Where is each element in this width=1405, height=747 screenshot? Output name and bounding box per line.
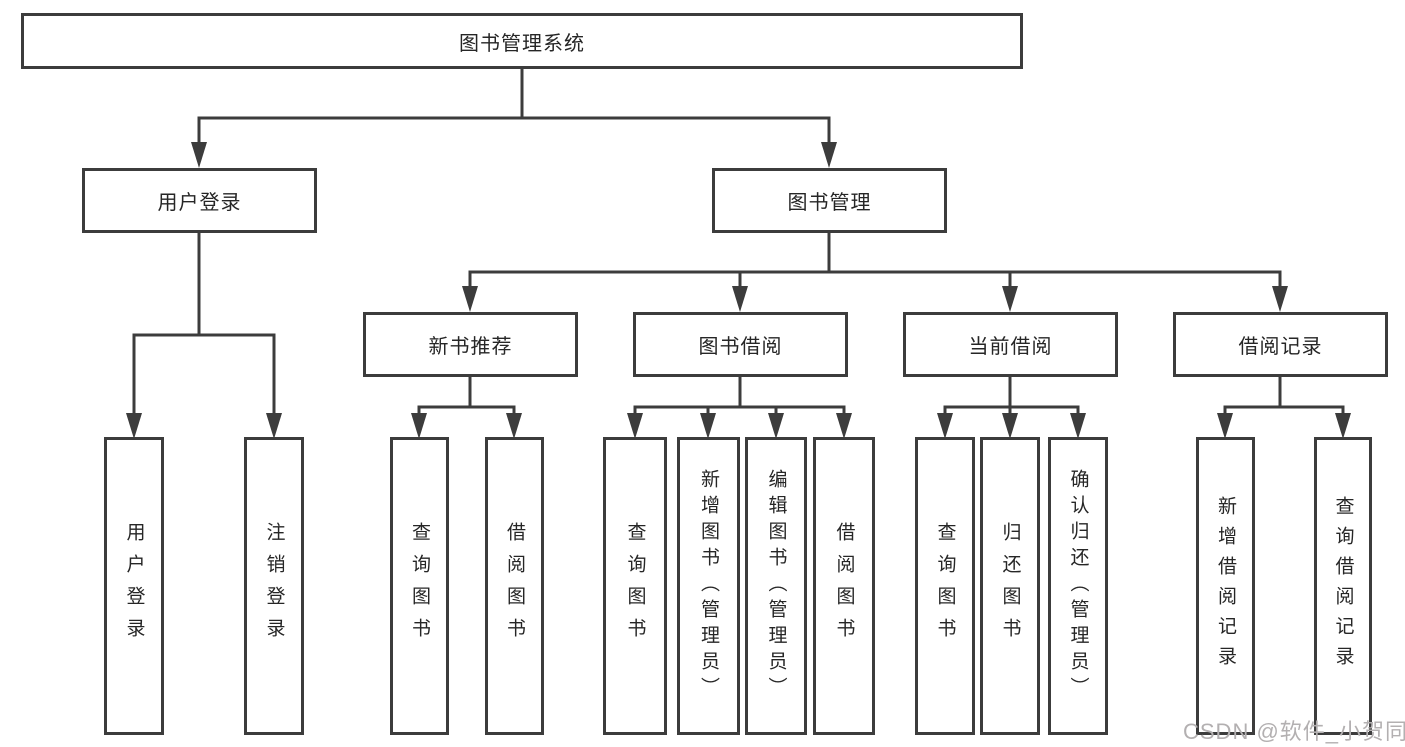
leaf-user-login: 用户登录 xyxy=(104,437,164,735)
node-book-management: 图书管理 xyxy=(712,168,947,233)
leaf-query-books-borrow: 查询图书 xyxy=(603,437,667,735)
leaf-add-books-admin: 新增图书（管理员） xyxy=(677,437,740,735)
leaf-confirm-return-admin-label: 确认归还（管理员） xyxy=(1067,469,1089,703)
connector-line xyxy=(1223,375,1345,417)
node-borrow-records: 借阅记录 xyxy=(1173,312,1388,377)
connector-current-borrow-to-leaves xyxy=(937,375,1086,439)
arrowhead-down-icon xyxy=(1272,286,1288,312)
node-book-borrow-label: 图书借阅 xyxy=(698,336,783,358)
connector-line xyxy=(468,231,1282,290)
node-current-borrow: 当前借阅 xyxy=(903,312,1118,377)
leaf-user-login-label: 用户登录 xyxy=(123,522,145,650)
connector-borrow-records-to-leaves xyxy=(1217,375,1351,439)
leaf-add-borrow-record-label: 新增借阅记录 xyxy=(1215,496,1236,676)
connector-line xyxy=(132,231,276,417)
leaf-logout-label: 注销登录 xyxy=(263,522,285,650)
arrowhead-down-icon xyxy=(1070,413,1086,439)
arrowhead-down-icon xyxy=(506,413,522,439)
arrowhead-down-icon xyxy=(627,413,643,439)
leaf-add-borrow-record: 新增借阅记录 xyxy=(1196,437,1255,735)
leaf-borrow-books-recommend: 借阅图书 xyxy=(485,437,544,735)
connector-line xyxy=(943,375,1080,417)
connector-user-login-to-leaves xyxy=(126,231,282,439)
leaf-return-books: 归还图书 xyxy=(980,437,1040,735)
leaf-confirm-return-admin: 确认归还（管理员） xyxy=(1048,437,1108,735)
arrowhead-down-icon xyxy=(732,286,748,312)
leaf-borrow-books: 借阅图书 xyxy=(813,437,875,735)
node-current-borrow-label: 当前借阅 xyxy=(968,336,1053,358)
arrowhead-down-icon xyxy=(1217,413,1233,439)
leaf-query-books-recommend-label: 查询图书 xyxy=(409,522,430,650)
leaf-query-borrow-record: 查询借阅记录 xyxy=(1314,437,1372,735)
arrowhead-down-icon xyxy=(191,142,207,168)
connector-root-to-level2 xyxy=(191,67,837,168)
csdn-watermark: CSDN @软件_小贺同学 xyxy=(1183,719,1405,744)
connector-book-management-to-level3 xyxy=(462,231,1288,312)
arrowhead-down-icon xyxy=(768,413,784,439)
arrowhead-down-icon xyxy=(1002,413,1018,439)
leaf-query-books-borrow-label: 查询图书 xyxy=(624,522,646,650)
leaf-query-books-recommend: 查询图书 xyxy=(390,437,449,735)
leaf-logout: 注销登录 xyxy=(244,437,304,735)
node-user-login: 用户登录 xyxy=(82,168,317,233)
node-new-book-recommend: 新书推荐 xyxy=(363,312,578,377)
arrowhead-down-icon xyxy=(411,413,427,439)
leaf-add-books-admin-label: 新增图书（管理员） xyxy=(698,469,719,703)
node-user-login-label: 用户登录 xyxy=(157,192,242,214)
arrowhead-down-icon xyxy=(126,413,142,439)
leaf-query-books-current: 查询图书 xyxy=(915,437,975,735)
arrowhead-down-icon xyxy=(700,413,716,439)
leaf-query-borrow-record-label: 查询借阅记录 xyxy=(1332,496,1354,676)
connector-line xyxy=(417,375,516,417)
arrowhead-down-icon xyxy=(1335,413,1351,439)
connector-line xyxy=(633,375,846,417)
leaf-query-books-current-label: 查询图书 xyxy=(934,522,956,650)
arrowhead-down-icon xyxy=(462,286,478,312)
connector-new-book-to-leaves xyxy=(411,375,522,439)
arrowhead-down-icon xyxy=(937,413,953,439)
node-borrow-records-label: 借阅记录 xyxy=(1238,336,1323,358)
arrowhead-down-icon xyxy=(266,413,282,439)
connector-line xyxy=(197,67,831,148)
node-book-borrow: 图书借阅 xyxy=(633,312,848,377)
arrowhead-down-icon xyxy=(821,142,837,168)
leaf-edit-books-admin-label: 编辑图书（管理员） xyxy=(765,469,787,703)
connector-book-borrow-to-leaves xyxy=(627,375,852,439)
arrowhead-down-icon xyxy=(836,413,852,439)
leaf-return-books-label: 归还图书 xyxy=(999,522,1021,650)
node-new-book-recommend-label: 新书推荐 xyxy=(428,336,513,358)
node-book-management-label: 图书管理 xyxy=(787,192,872,214)
node-root-label: 图书管理系统 xyxy=(459,32,585,55)
leaf-borrow-books-recommend-label: 借阅图书 xyxy=(504,522,525,650)
node-root: 图书管理系统 xyxy=(21,13,1023,69)
leaf-edit-books-admin: 编辑图书（管理员） xyxy=(745,437,807,735)
arrowhead-down-icon xyxy=(1002,286,1018,312)
leaf-borrow-books-label: 借阅图书 xyxy=(833,522,855,650)
